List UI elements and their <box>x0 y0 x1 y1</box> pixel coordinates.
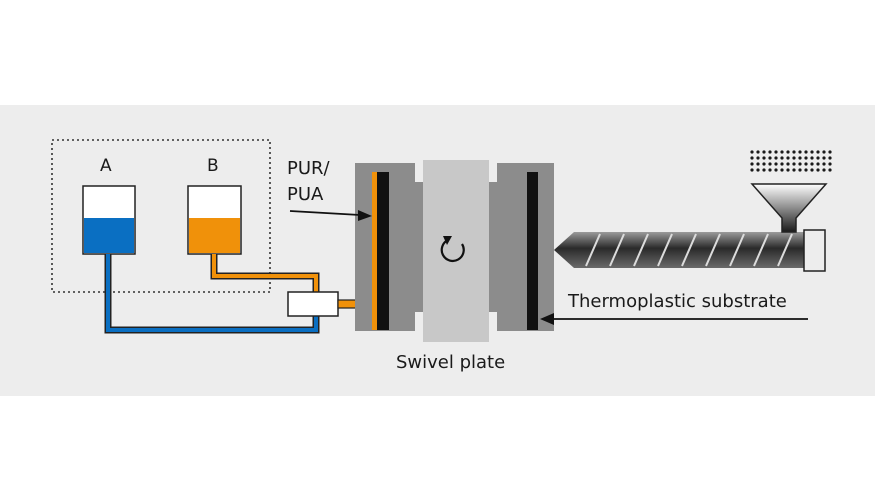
pur-pua-label-line2: PUA <box>287 184 324 205</box>
line-b-outline <box>210 254 320 292</box>
rotate-ccw-icon <box>440 236 465 263</box>
mixing-head <box>287 291 339 317</box>
hopper <box>748 150 832 233</box>
swivel-plate <box>423 160 489 342</box>
pur-pua-label-line1: PUR/ <box>287 158 330 179</box>
tank-a-label: A <box>100 156 112 176</box>
pur-pua-arrow <box>289 210 372 221</box>
left-mold-half <box>355 163 423 331</box>
swivel-plate-label: Swivel plate <box>396 352 506 373</box>
thermoplastic-substrate-label: Thermoplastic substrate <box>568 291 787 312</box>
tank-a <box>82 185 136 255</box>
line-a <box>106 254 318 332</box>
injection-screw <box>554 229 826 272</box>
tank-b-label: B <box>207 156 219 176</box>
tank-b <box>187 185 242 255</box>
line-b <box>212 254 318 292</box>
substrate-arrow <box>540 313 808 325</box>
right-mold-half <box>489 163 554 331</box>
